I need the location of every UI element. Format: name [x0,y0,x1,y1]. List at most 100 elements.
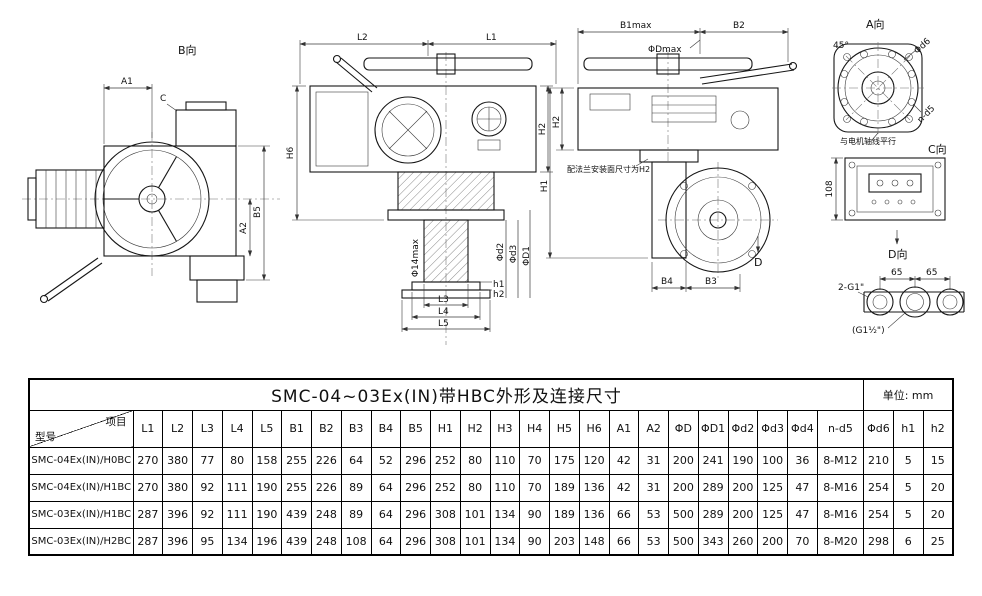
value-cell: 200 [668,446,699,475]
value-cell: 6 [892,527,924,556]
value-cell: 95 [192,527,223,556]
value-cell: 252 [430,473,461,502]
value-cell: 25 [922,527,954,556]
value-cell: 64 [370,500,402,529]
dim-l4-label: L4 [438,307,449,317]
value-cell: 110 [489,473,521,502]
value-cell: 226 [311,473,342,502]
value-cell: 308 [430,500,461,529]
column-header: n-d5 [816,409,865,448]
dim-65-left-label: 65 [891,268,902,278]
model-cell: SMC-04Ex(IN)/H0BC [28,446,134,475]
value-cell: 64 [370,527,402,556]
value-cell: 200 [668,473,699,502]
dim-h2-side-label: H2 [538,123,548,136]
dim-b1max-label: B1max [620,21,652,31]
value-cell: 260 [727,527,759,556]
column-header: H4 [519,409,550,448]
dimension-table: SMC-04~03Ex(IN)带HBC外形及连接尺寸 单位: mm 项目 型号 … [28,378,954,556]
value-cell: 47 [787,500,818,529]
dim-l5-label: L5 [438,319,449,329]
value-cell: 289 [697,500,729,529]
view-a-drawing: A向 45° Φd6 n-d5 与电机轴线平行 [832,17,937,146]
value-cell: 80 [459,473,491,502]
dim-phid6-label: Φd6 [912,36,933,56]
value-cell: 47 [787,473,818,502]
value-cell: 296 [400,527,431,556]
column-header: Φd6 [863,409,894,448]
dim-phi14max-label: Φ14max [411,238,421,277]
value-cell: 248 [311,527,342,556]
value-cell: 64 [370,473,402,502]
value-cell: 196 [251,527,283,556]
corner-cell: 项目 型号 [28,409,134,448]
label-g1half: (G1½") [852,326,885,336]
value-cell: 190 [727,446,759,475]
value-cell: 175 [549,446,580,475]
dim-l3-label: L3 [438,295,449,305]
technical-drawings: B向 A1 C [22,17,965,345]
column-header: L5 [251,409,283,448]
value-cell: 89 [340,473,372,502]
value-cell: 5 [892,473,924,502]
value-cell: 77 [192,446,223,475]
column-header: ΦD [668,409,699,448]
value-cell: 134 [489,500,521,529]
value-cell: 5 [892,446,924,475]
value-cell: 200 [727,500,759,529]
value-cell: 111 [221,500,253,529]
table-title: SMC-04~03Ex(IN)带HBC外形及连接尺寸 [28,378,865,411]
value-cell: 298 [863,527,894,556]
model-cell: SMC-03Ex(IN)/H2BC [28,527,134,556]
value-cell: 287 [132,527,164,556]
dim-c-label: C [160,94,166,104]
value-cell: 80 [459,446,491,475]
value-cell: 396 [162,500,193,529]
column-header: L1 [132,409,164,448]
corner-label-item: 项目 [105,415,127,428]
dim-h1-small-label: h1 [493,280,504,290]
value-cell: 136 [578,500,610,529]
dim-b2-label: B2 [733,21,745,31]
value-cell: 289 [697,473,729,502]
value-cell: 31 [638,446,669,475]
value-cell: 252 [430,446,461,475]
value-cell: 203 [549,527,580,556]
value-cell: 190 [251,473,283,502]
value-cell: 190 [251,500,283,529]
value-cell: 15 [922,446,954,475]
column-header: Φd3 [757,409,788,448]
value-cell: 270 [132,446,164,475]
dim-h1-front-label: H1 [540,180,550,193]
column-header: h2 [922,409,954,448]
value-cell: 64 [340,446,372,475]
value-cell: 343 [697,527,729,556]
value-cell: 53 [638,527,669,556]
value-cell: 308 [430,527,461,556]
value-cell: 125 [757,500,788,529]
view-a-label: A向 [866,17,885,31]
value-cell: 111 [221,473,253,502]
value-cell: 200 [727,473,759,502]
value-cell: 134 [489,527,521,556]
value-cell: 42 [608,446,640,475]
value-cell: 8-M16 [816,473,865,502]
view-d-drawing: D向 65 65 2-G1" (G1½") [838,230,965,336]
dim-a1-label: A1 [121,77,133,87]
column-header: H1 [430,409,461,448]
column-header: L2 [162,409,193,448]
value-cell: 66 [608,527,640,556]
value-cell: 241 [697,446,729,475]
value-cell: 5 [892,500,924,529]
value-cell: 92 [192,500,223,529]
dim-65-right-label: 65 [926,268,937,278]
view-front-drawing: B1max B2 ΦDmax H2 [540,21,798,292]
flange-note: 配法兰安装面尺寸为H2 [567,164,650,174]
motor-axis-note: 与电机轴线平行 [840,136,896,146]
value-cell: 20 [922,473,954,502]
value-cell: 396 [162,527,193,556]
value-cell: 110 [489,446,521,475]
